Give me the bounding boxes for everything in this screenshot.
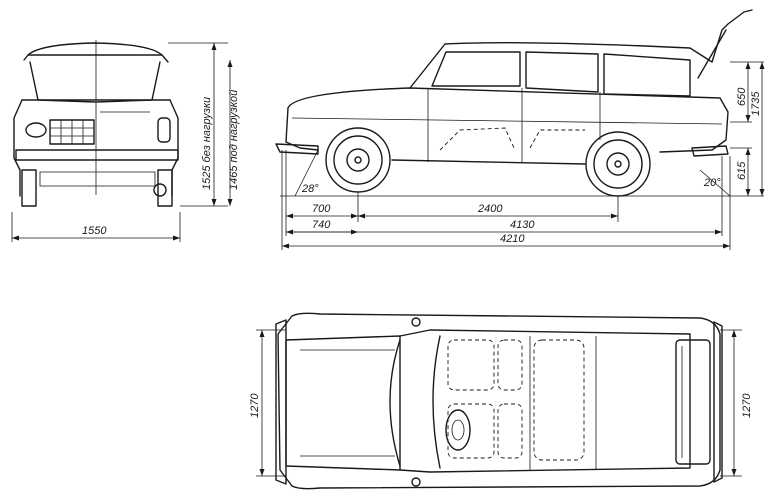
side-view: [275, 9, 765, 250]
dim-height-615: 615: [736, 161, 748, 180]
front-rear-view: 1550: [11, 40, 233, 242]
dim-length-2: 4210: [500, 233, 525, 245]
top-view: [256, 312, 742, 490]
dim-front-track: 1550: [82, 225, 107, 237]
dim-top-width-right: 1270: [741, 393, 753, 418]
dim-departure-angle: 20°: [703, 177, 721, 189]
dim-approach-angle: 28°: [301, 183, 319, 195]
dim-top-width-left: 1270: [249, 393, 261, 418]
dim-height-1735: 1735: [750, 91, 762, 116]
dim-wheelbase: 2400: [477, 203, 503, 215]
dim-front-overhang-2: 740: [312, 219, 331, 231]
dim-height-loaded: 1465 под нагрузкой: [228, 90, 240, 190]
dim-height-unloaded: 1525 без нагрузки: [201, 97, 213, 190]
dim-height-650: 650: [736, 87, 748, 106]
dim-length-1: 4130: [510, 219, 535, 231]
dim-front-overhang: 700: [312, 203, 331, 215]
